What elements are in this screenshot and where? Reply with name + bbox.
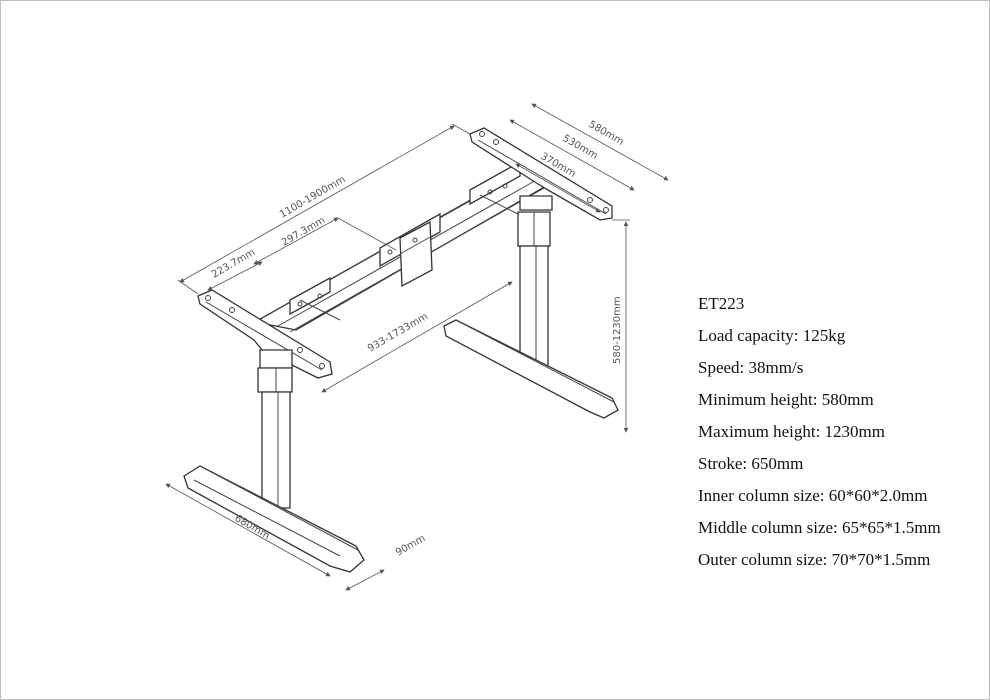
dim-height-range: 580-1230mm: [612, 296, 623, 364]
dim-foot-height: 90mm: [394, 533, 427, 559]
spec-list: ET223 Load capacity: 125kg Speed: 38mm/s…: [698, 288, 978, 576]
spec-minimum-height: Minimum height: 580mm: [698, 390, 874, 409]
dimension-lines: [165, 103, 669, 591]
dim-foot-width: 580mm: [587, 119, 626, 148]
dim-frame-width: 1100-1900mm: [278, 174, 348, 221]
spec-outer-column: Outer column size: 70*70*1.5mm: [698, 550, 931, 569]
left-bracket: [197, 289, 333, 379]
spec-speed: Speed: 38mm/s: [698, 358, 804, 377]
spec-middle-column: Middle column size: 65*65*1.5mm: [698, 518, 941, 537]
spec-load-capacity: Load capacity: 125kg: [698, 326, 846, 345]
dim-cross-offset-1: 297.3mm: [280, 215, 327, 249]
right-leg: [443, 211, 619, 419]
spec-maximum-height: Maximum height: 1230mm: [698, 422, 885, 441]
spec-stroke: Stroke: 650mm: [698, 454, 804, 473]
top-frame: [253, 160, 562, 333]
dim-cross-offset-2: 223.7mm: [210, 247, 257, 281]
model-name: ET223: [698, 294, 745, 313]
spec-inner-column: Inner column size: 60*60*2.0mm: [698, 486, 928, 505]
dim-bracket-outer: 530mm: [561, 133, 600, 162]
